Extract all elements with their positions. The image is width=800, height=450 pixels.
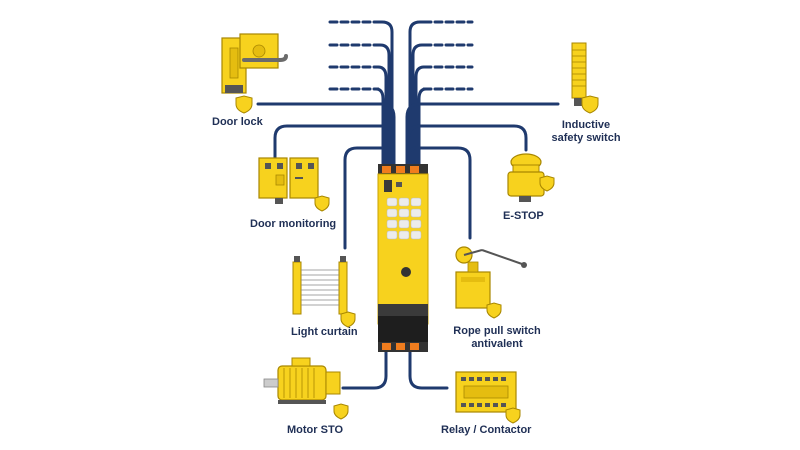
relay-shield-icon <box>505 407 521 424</box>
wire-e-stop <box>407 124 528 166</box>
safety-controller-module-icon <box>377 164 429 352</box>
wire-motor-sto <box>341 350 388 390</box>
wire-door-monitoring <box>273 124 394 180</box>
motor-shield-icon <box>333 403 349 420</box>
light-curtain-icon <box>292 256 348 315</box>
dashed-lines-left <box>328 20 380 91</box>
inductive-sensor-icon <box>571 42 587 106</box>
inductive-safety-switch-label-line-1: Inductive <box>561 119 611 131</box>
inductive-switch-shield-icon <box>581 95 599 114</box>
relay-contactor-icon <box>455 371 517 413</box>
wire-light-curtain <box>343 146 396 250</box>
wire-door-lock <box>256 102 396 166</box>
e-stop-icon <box>507 153 545 202</box>
door-monitoring-icon <box>258 157 319 204</box>
door-lock-shield-icon <box>235 95 253 114</box>
wire-rope-pull <box>406 146 472 240</box>
relay-contactor-label: Relay / Contactor <box>441 424 532 436</box>
inductive-safety-switch-label: Inductive safety switch <box>541 119 631 145</box>
wire-relay <box>408 350 449 390</box>
door-lock-icon <box>221 33 288 94</box>
rope-pull-switch-label-line-2: antivalent <box>471 338 523 350</box>
rope-pull-shield-icon <box>486 302 502 319</box>
door-monitoring-shield-icon <box>314 195 330 212</box>
door-monitoring-label: Door monitoring <box>250 218 337 230</box>
wire-inductive-switch <box>405 102 560 166</box>
inductive-safety-switch-label-line-2: safety switch <box>551 132 621 144</box>
e-stop-label: E-STOP <box>503 210 544 222</box>
top-left-bus-lines <box>374 20 394 166</box>
motor-sto-label: Motor STO <box>287 424 344 436</box>
motor-icon <box>263 357 341 404</box>
rope-pull-switch-icon <box>455 246 527 309</box>
rope-pull-switch-label: Rope pull switch antivalent <box>442 325 552 351</box>
top-right-bus-lines <box>408 20 428 166</box>
rope-pull-switch-label-line-1: Rope pull switch <box>453 325 541 337</box>
light-curtain-shield-icon <box>340 311 356 328</box>
e-stop-shield-icon <box>539 175 555 192</box>
door-lock-label: Door lock <box>212 116 263 128</box>
light-curtain-label: Light curtain <box>291 326 358 338</box>
dashed-lines-right <box>422 20 474 91</box>
